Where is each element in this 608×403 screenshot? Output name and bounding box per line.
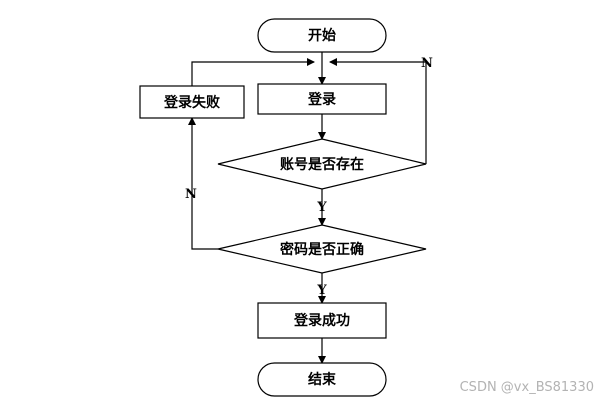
edges	[188, 52, 427, 364]
password-check-label: 密码是否正确	[279, 241, 364, 258]
login-failed-node: 登录失败	[139, 85, 245, 119]
account-yes-label: Y	[316, 200, 327, 215]
login-success-node: 登录成功	[257, 302, 387, 339]
login-success-label: 登录成功	[293, 312, 350, 329]
end-label: 结束	[308, 371, 337, 388]
edge-password-no-to-failed	[188, 117, 218, 250]
account-no-label: N	[421, 56, 433, 71]
start-label: 开始	[308, 27, 336, 44]
watermark-text: CSDN @vx_BS81330	[459, 380, 594, 395]
login-node: 登录	[257, 83, 387, 115]
end-node: 结束	[257, 362, 387, 397]
edge-account-no-loop	[329, 58, 427, 164]
login-label: 登录	[307, 91, 336, 108]
password-yes-label: Y	[316, 283, 327, 298]
password-no-label: N	[185, 187, 197, 202]
edge-failed-to-login	[191, 58, 315, 86]
login-failed-label: 登录失败	[163, 94, 221, 111]
account-check-label: 账号是否存在	[280, 156, 364, 173]
start-node: 开始	[257, 18, 387, 53]
password-check-node: 密码是否正确	[217, 224, 427, 274]
account-check-node: 账号是否存在	[217, 138, 427, 190]
